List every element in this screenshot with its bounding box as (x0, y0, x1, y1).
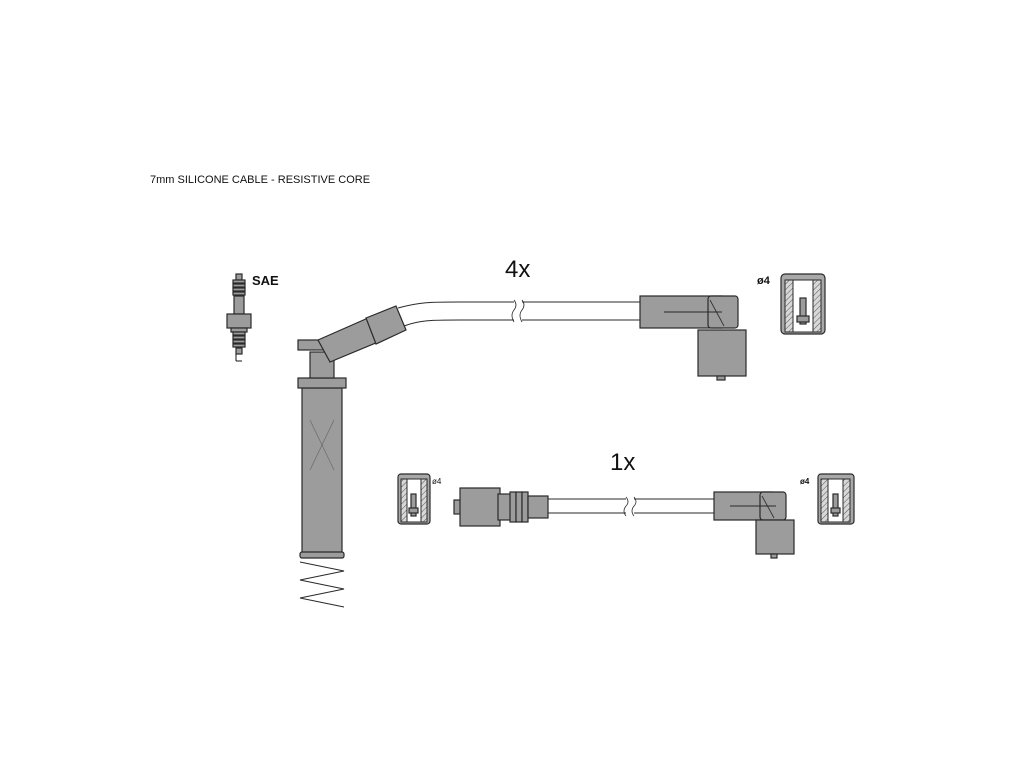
terminal-right-mid-label: ø4 (800, 477, 810, 486)
long-lead-quantity-label: 4x (505, 256, 530, 283)
terminal-left-mid-icon (397, 473, 431, 525)
short-lead-quantity-label: 1x (610, 449, 635, 476)
long-ignition-lead (297, 295, 747, 608)
cable-spec-text: 7mm SILICONE CABLE - RESISTIVE CORE (150, 174, 370, 186)
terminal-right-mid-icon (817, 473, 855, 525)
contact-spring-icon (299, 561, 345, 608)
short-ignition-lead (453, 487, 795, 559)
terminal-left-mid-label: ø4 (432, 477, 442, 486)
terminal-top-right-icon (780, 273, 826, 335)
spark-plug-type-label: SAE (252, 273, 279, 288)
spark-plug-icon (226, 273, 252, 362)
terminal-right-top-label: ø4 (757, 275, 771, 287)
